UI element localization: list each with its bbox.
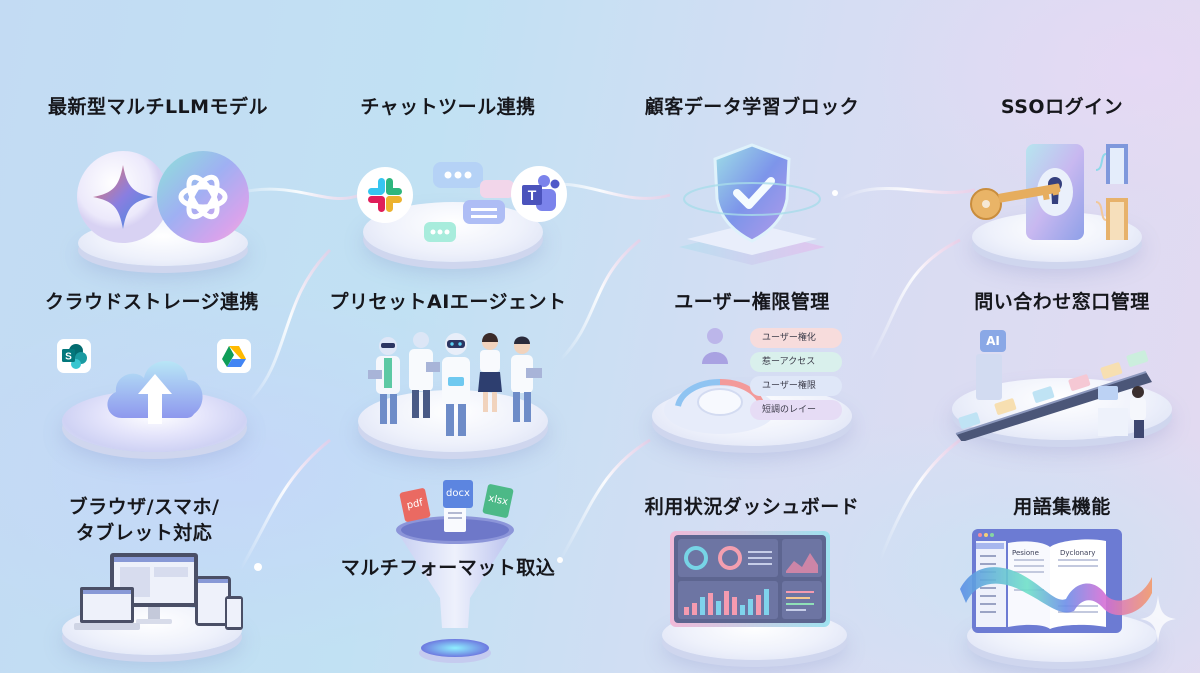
feature-label: 問い合わせ窓口管理: [974, 291, 1150, 313]
funnel-icon: [396, 502, 514, 663]
operator-icon: [1098, 386, 1146, 438]
openai-logo-icon: [157, 151, 249, 243]
feature-label: 最新型マルチLLMモデル: [47, 96, 269, 118]
permission-tag-list: ユーザー権化 惹ーアクセス ユーザー権限 短調のレイー: [750, 328, 842, 420]
agent-doctor-1: [409, 332, 440, 418]
sparkle-icon: [1140, 595, 1176, 643]
sharepoint-logo-icon: S: [57, 339, 91, 373]
file-type-docx: docx: [443, 480, 473, 508]
ai-box-icon: AI: [980, 330, 1006, 352]
phone-icon: [225, 596, 243, 630]
feature-sso: SSOログイン: [932, 92, 1192, 272]
shield-check-icon: [679, 143, 825, 265]
feature-label: マルチフォーマット取込: [340, 557, 556, 579]
agent-robot-center: [442, 333, 470, 436]
permission-tag: 惹ーアクセス: [750, 352, 842, 372]
feature-label: ユーザー権限管理: [674, 291, 830, 313]
feature-preset-agents: プリセットAIエージェント: [318, 290, 578, 470]
dashboard-icon: [670, 531, 830, 627]
user-icon: [702, 328, 728, 364]
svg-text:S: S: [65, 352, 72, 363]
svg-text:T: T: [528, 187, 537, 203]
feature-multi-format: pdf docx xlsx マルチフォーマット取込: [318, 478, 578, 673]
agent-robot-left: [368, 337, 400, 424]
ribbon-icon: [960, 567, 1152, 616]
feature-multi-llm: 最新型マルチLLMモデル: [28, 92, 288, 272]
book-heading-right: Dyclonary: [1060, 549, 1096, 557]
door-icon: [1095, 144, 1128, 240]
feature-cloud-storage: クラウドストレージ連携 S: [22, 290, 282, 470]
feature-label-line-2: タブレット対応: [75, 522, 213, 544]
feature-multi-device: ブラウザ/スマホ/ タブレット対応: [14, 495, 274, 673]
robot-agent-icon: [368, 332, 542, 436]
key-icon: [970, 183, 1061, 220]
agent-business-woman: [478, 333, 502, 412]
feature-label: 顧客データ学習ブロック: [644, 96, 860, 118]
feature-label-line-1: ブラウザ/スマホ/: [68, 496, 220, 518]
feature-glossary: 用語集機能 Pesione Dyclonary: [932, 495, 1192, 673]
cloud-upload-icon: [107, 361, 203, 424]
feature-chat-tools: チャットツール連携 T: [318, 92, 578, 272]
control-dial-icon: [664, 378, 776, 434]
feature-label: SSOログイン: [1000, 96, 1124, 118]
slack-logo-icon: [357, 167, 413, 223]
permission-tag: ユーザー権化: [750, 328, 842, 348]
feature-data-training-block: 顧客データ学習ブロック: [622, 92, 882, 272]
google-drive-logo-icon: [217, 339, 251, 373]
feature-label: チャットツール連携: [360, 96, 536, 118]
feature-support-desk: 問い合わせ窓口管理 AI: [932, 290, 1192, 470]
agent-doctor-2: [511, 336, 542, 422]
gemini-sparkle-icon: [77, 151, 169, 243]
book-heading-left: Pesione: [1012, 549, 1039, 557]
feature-user-permissions: ユーザー権限管理 ユーザー権化 惹ーアクセス ユーザー権限 短調のレイー: [622, 290, 882, 470]
tablet-icon: [195, 576, 231, 626]
feature-label: 利用状況ダッシュボード: [644, 496, 860, 518]
donut-chart-icon: [684, 546, 708, 570]
permission-tag: ユーザー権限: [750, 376, 842, 396]
feature-label: クラウドストレージ連携: [44, 291, 260, 313]
chat-bubble-icon: [424, 162, 514, 242]
line-chart-icon: [786, 553, 818, 573]
feature-usage-dashboard: 利用状況ダッシュボード: [622, 495, 882, 673]
feature-label: 用語集機能: [1013, 496, 1111, 518]
teams-logo-icon: T: [511, 166, 567, 222]
laptop-icon: [74, 587, 140, 630]
bar-chart-icon: [684, 589, 769, 615]
feature-label: プリセットAIエージェント: [329, 291, 567, 313]
permission-tag: 短調のレイー: [750, 400, 842, 420]
